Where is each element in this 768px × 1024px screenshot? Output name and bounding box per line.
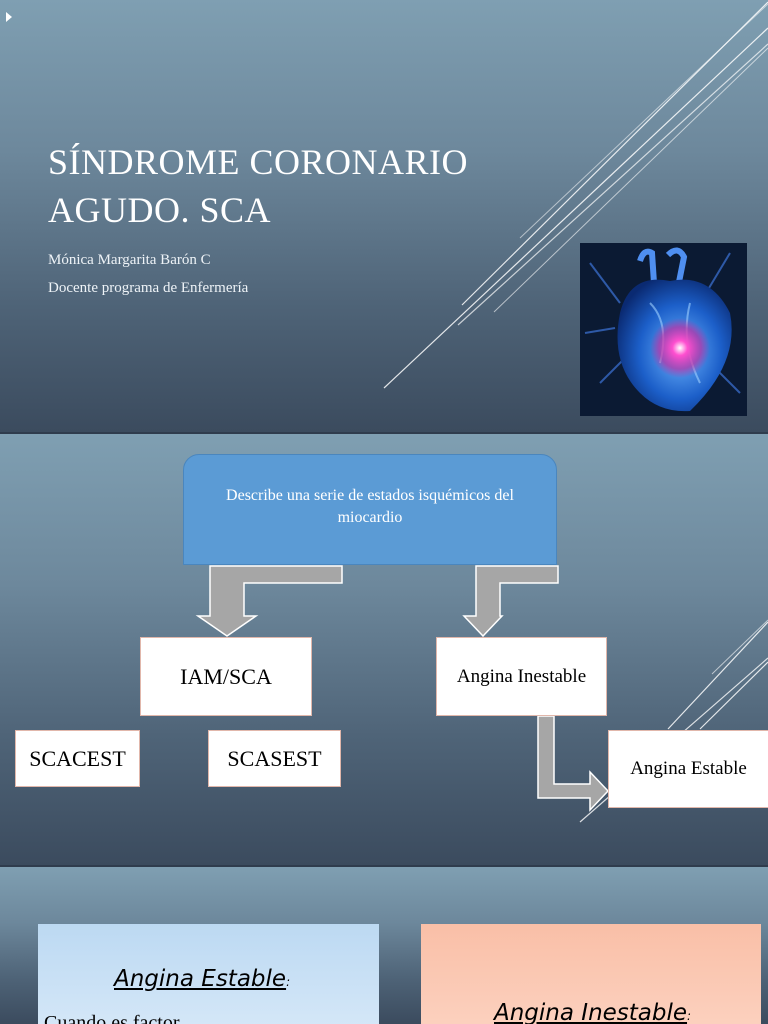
card-body-text: Cuando es factor	[44, 1012, 180, 1024]
box-iam-sca: IAM/SCA	[140, 637, 312, 716]
box-angina-inestable: Angina Inestable	[436, 637, 607, 716]
card-angina-estable: Angina Estable: Cuando es factor	[38, 924, 379, 1024]
box-scasest: SCASEST	[208, 730, 341, 787]
box-scacest: SCACEST	[15, 730, 140, 787]
author-role: Docente programa de Enfermería	[48, 280, 249, 296]
decorative-lines	[383, 1, 768, 389]
presentation-title: SÍNDROME CORONARIO AGUDO. SCA	[48, 138, 468, 234]
title-line-2: AGUDO. SCA	[48, 190, 272, 230]
down-arrow-icon	[462, 565, 559, 638]
definition-box: Describe una serie de estados isquémicos…	[183, 454, 557, 565]
heart-image	[580, 243, 747, 416]
author-block: Mónica Margarita Barón C Docente program…	[48, 246, 248, 302]
slide-classification: Describe una serie de estados isquémicos…	[0, 434, 768, 865]
down-arrow-icon	[195, 565, 343, 637]
card-heading: Angina Estable:	[114, 966, 291, 992]
card-heading: Angina Inestable:	[494, 1000, 692, 1024]
box-angina-estable: Angina Estable	[608, 730, 768, 808]
right-arrow-icon	[537, 715, 610, 812]
title-line-1: SÍNDROME CORONARIO	[48, 142, 469, 182]
flow-arrows	[195, 565, 610, 812]
card-angina-inestable: Angina Inestable:	[421, 924, 761, 1024]
slide-comparison: Angina Estable: Cuando es factor Angina …	[0, 867, 768, 1024]
slide-title: SÍNDROME CORONARIO AGUDO. SCA Mónica Mar…	[0, 0, 768, 432]
author-name: Mónica Margarita Barón C	[48, 252, 211, 268]
bullet-arrow-icon	[6, 12, 12, 22]
